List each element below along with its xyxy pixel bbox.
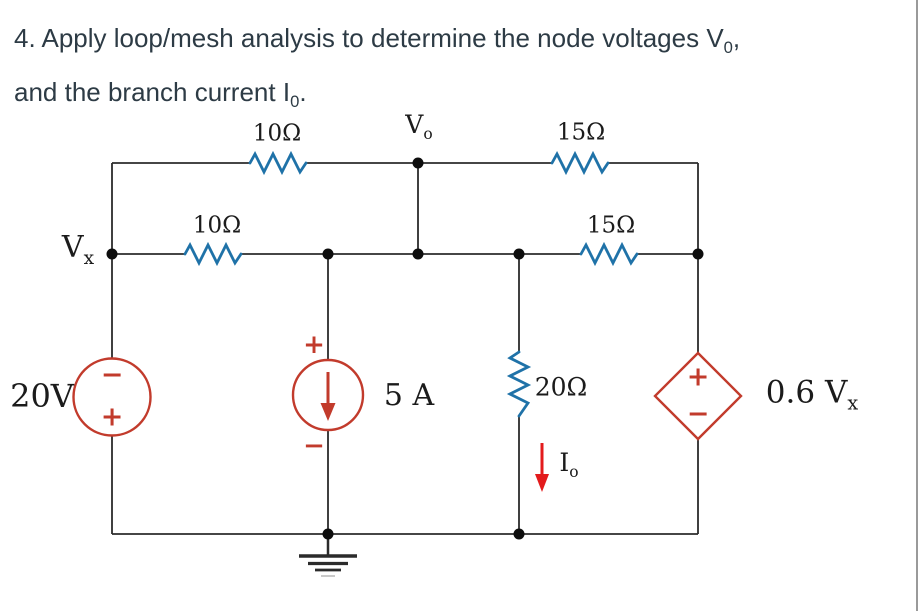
node-label-vx-main: V	[61, 230, 84, 266]
current-source-minus-sign: −	[303, 431, 325, 461]
resistor-label-top-right: 15Ω	[556, 119, 606, 146]
dependent-source-minus-sign: −	[686, 398, 710, 430]
resistor-label-shunt: 20Ω	[534, 372, 588, 402]
voltage-source-20v	[72, 357, 152, 437]
voltage-source-plus-sign: +	[100, 401, 124, 433]
resistor-label-mid-right: 15Ω	[586, 212, 636, 239]
line1-punct: ,	[732, 23, 741, 53]
io-branch-label-main: I	[559, 447, 570, 477]
resistor-label-top-left: 10Ω	[252, 120, 302, 147]
line2-text: and the branch current	[14, 77, 283, 108]
line2-subscript: 0	[290, 92, 300, 112]
io-branch-label: Io	[559, 450, 578, 481]
io-branch-label-sub: o	[569, 462, 579, 481]
voltage-source-minus-sign: −	[100, 359, 124, 391]
circuit-resistors	[183, 150, 639, 418]
current-source-plus-sign: +	[303, 330, 325, 360]
problem-statement: 4. Apply loop/mesh analysis to determine…	[14, 16, 740, 124]
node-label-vx: Vx	[62, 233, 94, 269]
node-label-vo-sub: o	[423, 124, 433, 143]
problem-statement-line1: 4. Apply loop/mesh analysis to determine…	[14, 16, 740, 70]
node-dot-vx	[106, 248, 118, 260]
dependent-source-label: 0.6 Vx	[765, 374, 859, 415]
node-label-vo-main: V	[405, 109, 424, 139]
line1-subscript: 0	[723, 38, 733, 58]
node-label-vx-sub: x	[83, 248, 95, 270]
problem-statement-line2: and the branch current I0.	[14, 70, 740, 124]
node-dot-vo	[412, 157, 424, 169]
node-label-vo: Vo	[405, 112, 432, 143]
node-dot-row2-right	[692, 248, 704, 260]
voltage-source-circle	[72, 357, 152, 437]
line1-variable: V	[706, 23, 724, 53]
node-dot-row2-vo	[412, 248, 424, 260]
dependent-source	[653, 351, 743, 441]
line1-text: 4. Apply loop/mesh analysis to determine…	[14, 23, 707, 53]
voltage-source-label: 20V	[10, 377, 74, 415]
current-source-arrow-head	[320, 403, 336, 421]
page-right-border	[916, 0, 918, 611]
node-dot-row2-20ohm	[513, 248, 525, 260]
line2-variable: I	[282, 77, 291, 108]
resistor-mid-right-zigzag	[579, 241, 639, 267]
resistor-top-left-zigzag	[248, 150, 308, 176]
io-branch-arrow	[535, 443, 549, 492]
node-dots	[106, 157, 704, 540]
dependent-source-diamond	[653, 351, 743, 441]
dependent-source-label-sub: x	[847, 391, 859, 415]
node-dot-row2-5a	[322, 248, 334, 260]
resistor-shunt-zigzag	[506, 350, 532, 418]
node-dot-bottom-20ohm	[513, 528, 525, 540]
resistor-label-mid-left: 10Ω	[192, 212, 242, 239]
resistor-top-right-zigzag	[550, 150, 610, 176]
dependent-source-label-main: 0.6 V	[765, 374, 848, 411]
current-source-5a	[291, 358, 365, 432]
io-arrow-head	[535, 474, 549, 492]
line2-punct: .	[299, 77, 307, 108]
dependent-source-plus-sign: +	[686, 361, 710, 393]
resistor-mid-left-zigzag	[183, 241, 243, 267]
ground-symbol	[299, 534, 357, 577]
current-source-label: 5 A	[383, 378, 435, 413]
node-dot-ground	[322, 528, 334, 540]
